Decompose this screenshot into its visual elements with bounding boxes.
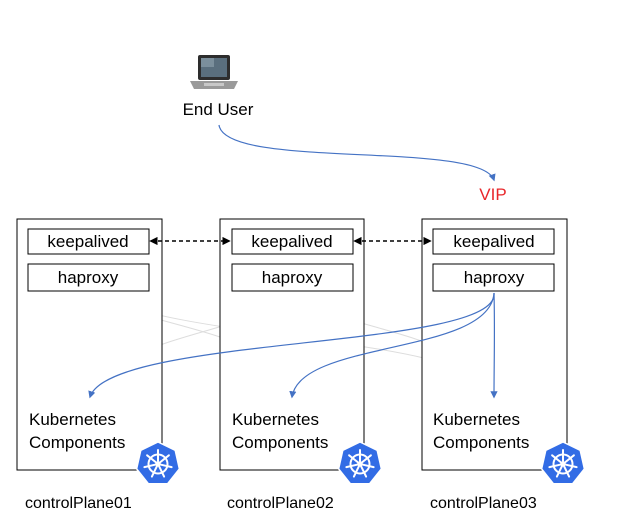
components-line1: Kubernetes [232, 410, 319, 429]
components-line1: Kubernetes [433, 410, 520, 429]
node-name-label: controlPlane03 [430, 495, 537, 512]
user-to-vip-arrow [218, 124, 496, 182]
haproxy-box: haproxy [27, 263, 150, 292]
kubernetes-components: Kubernetes Components [433, 410, 529, 452]
keepalived-label: keepalived [47, 232, 128, 251]
keepalived-box: keepalived [432, 228, 555, 255]
haproxy-label: haproxy [58, 268, 119, 287]
end-user-label: End User [183, 100, 254, 119]
laptop-icon [190, 55, 238, 89]
keepalived-box: keepalived [231, 228, 354, 255]
components-line2: Components [29, 433, 125, 452]
haproxy-box: haproxy [231, 263, 354, 292]
haproxy-box: haproxy [432, 263, 555, 292]
components-line2: Components [433, 433, 529, 452]
node-name-label: controlPlane02 [227, 495, 334, 512]
kubernetes-components: Kubernetes Components [232, 410, 328, 452]
node-box-controlplane01 [16, 218, 163, 471]
active-haproxy-routes [88, 292, 498, 399]
haproxy-label: haproxy [262, 268, 323, 287]
node-name-label: controlPlane01 [25, 495, 132, 512]
vip-label: VIP [479, 185, 506, 204]
kubernetes-logo-icon [135, 441, 181, 485]
kubernetes-logo-icon [337, 441, 383, 485]
haproxy-label: haproxy [464, 268, 525, 287]
components-line1: Kubernetes [29, 410, 116, 429]
keepalived-label: keepalived [251, 232, 332, 251]
keepalived-label: keepalived [453, 232, 534, 251]
keepalived-box: keepalived [27, 228, 150, 255]
kubernetes-components: Kubernetes Components [29, 410, 125, 452]
components-line2: Components [232, 433, 328, 452]
kubernetes-logo-icon [540, 441, 586, 485]
